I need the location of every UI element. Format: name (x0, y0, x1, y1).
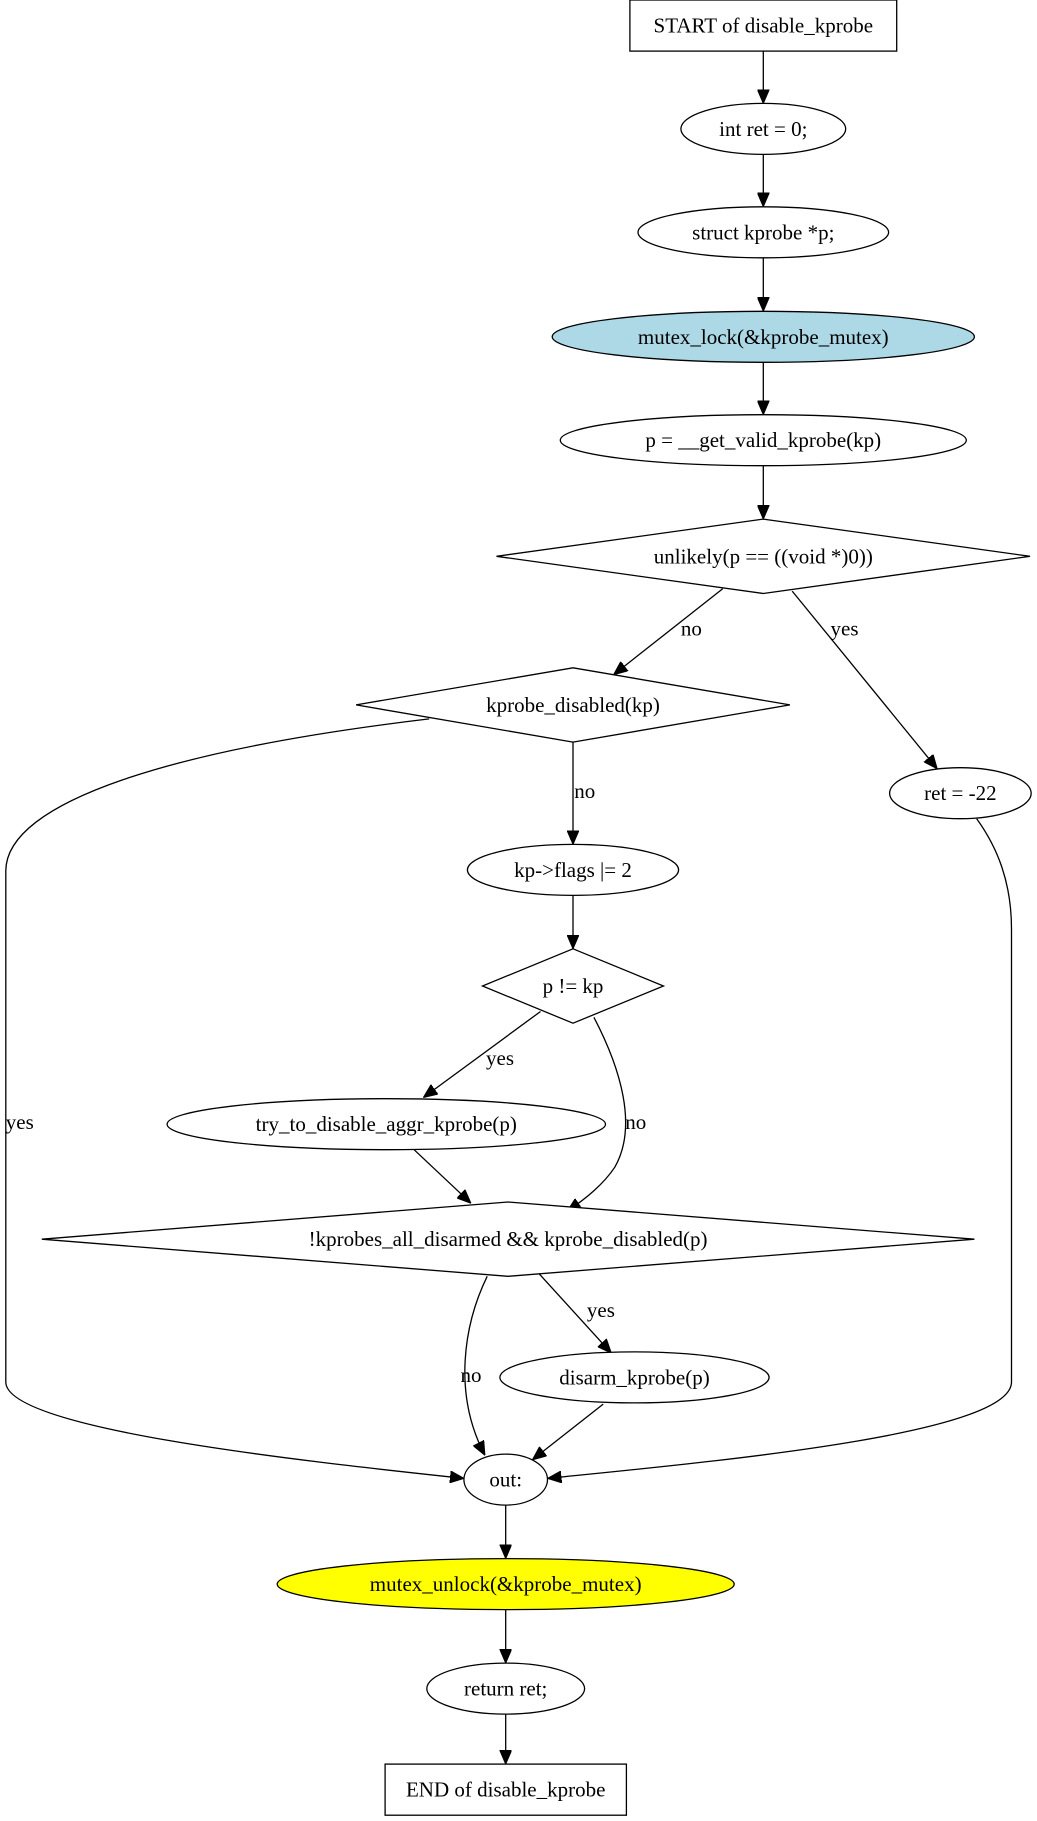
node-out: out: (463, 1453, 549, 1506)
node-label: mutex_unlock(&kprobe_mutex) (370, 1572, 642, 1596)
node-label: return ret; (464, 1677, 547, 1701)
node-label: disarm_kprobe(p) (559, 1365, 709, 1389)
node-start: START of disable_kprobe (629, 0, 898, 52)
node-label: unlikely(p == ((void *)0)) (654, 544, 873, 568)
ellipse-shape (888, 767, 1032, 820)
ellipse-shape (276, 1557, 735, 1611)
edge-check_null-to-ret_einval: yes (791, 590, 937, 769)
diamond-shape (480, 948, 666, 1024)
node-mutex-lock: mutex_lock(&kprobe_mutex) (551, 310, 976, 363)
edge-label-yes: yes (831, 616, 859, 640)
edge-disarm-to-out (532, 1403, 604, 1460)
edge-label-no: no (461, 1363, 482, 1387)
node-check-disarm: !kprobes_all_disarmed && kprobe_disabled… (41, 1201, 975, 1277)
edge-label-no: no (574, 779, 595, 803)
edge-line (538, 1273, 611, 1353)
ellipse-shape (551, 310, 976, 363)
node-label: END of disable_kprobe (406, 1778, 605, 1802)
node-label: int ret = 0; (719, 117, 807, 141)
ellipse-shape (463, 1453, 549, 1506)
ellipse-shape (680, 102, 847, 156)
node-label: out: (489, 1468, 522, 1492)
edge-label-yes: yes (6, 1110, 34, 1134)
ellipse-shape (499, 1351, 770, 1404)
node-mutex-unlock: mutex_unlock(&kprobe_mutex) (276, 1557, 735, 1611)
node-check-disabled: kprobe_disabled(kp) (355, 667, 791, 743)
edge-check_null-to-check_disabled: no (614, 588, 724, 675)
node-check-aggr: p != kp (480, 948, 666, 1024)
edge-ret_einval-to-out (548, 818, 1013, 1479)
edge-check_aggr-to-try_disable: yes (423, 1010, 541, 1098)
edge-line (413, 1149, 471, 1204)
node-label: struct kprobe *p; (692, 220, 834, 244)
node-return-ret: return ret; (426, 1662, 586, 1715)
ellipse-shape (426, 1662, 586, 1715)
edge-line (548, 818, 1013, 1479)
edge-label-no: no (681, 616, 702, 640)
edge-check_disarm-to-out: no (461, 1276, 488, 1455)
edge-check_aggr-to-check_disarm: no (567, 1016, 646, 1211)
node-label: !kprobes_all_disarmed && kprobe_disabled… (309, 1227, 708, 1251)
node-label: ret = -22 (924, 781, 997, 805)
node-get-valid: p = __get_valid_kprobe(kp) (559, 414, 967, 467)
node-end: END of disable_kprobe (384, 1763, 628, 1816)
node-label: p != kp (543, 974, 604, 998)
node-label: try_to_disable_aggr_kprobe(p) (256, 1112, 517, 1136)
edges-layer: no yes no yes yes no yes no (5, 51, 1013, 1765)
edge-check_disarm-to-disarm: yes (538, 1273, 615, 1353)
node-ret-init: int ret = 0; (680, 102, 847, 156)
edge-line (532, 1403, 604, 1460)
edge-label-yes: yes (486, 1046, 514, 1070)
ellipse-shape (166, 1098, 607, 1151)
node-set-flags: kp->flags |= 2 (466, 843, 680, 897)
edge-check_disabled-to-out: yes (5, 718, 464, 1479)
edge-line (791, 590, 937, 769)
edge-check_disabled-to-set_flags: no (573, 742, 595, 845)
ellipse-shape (466, 843, 680, 897)
ellipse-shape (559, 414, 967, 467)
diamond-shape (496, 518, 1031, 595)
node-try-disable: try_to_disable_aggr_kprobe(p) (166, 1098, 607, 1151)
edge-line (464, 1276, 488, 1455)
edge-line (614, 588, 724, 675)
node-decl-p: struct kprobe *p; (637, 206, 890, 259)
ellipse-shape (637, 206, 890, 259)
node-ret-einval: ret = -22 (888, 767, 1032, 820)
edge-label-no: no (625, 1110, 646, 1134)
node-label: kp->flags |= 2 (514, 858, 632, 882)
node-label: kprobe_disabled(kp) (486, 693, 660, 717)
node-disarm: disarm_kprobe(p) (499, 1351, 770, 1404)
diamond-shape (355, 667, 791, 743)
diamond-shape (41, 1201, 975, 1277)
box-shape (384, 1763, 628, 1816)
node-label: mutex_lock(&kprobe_mutex) (638, 325, 889, 349)
edge-line (567, 1016, 627, 1211)
box-shape (629, 0, 898, 52)
node-label: START of disable_kprobe (654, 14, 873, 38)
edge-line (5, 718, 464, 1479)
edge-try_disable-to-check_disarm (413, 1149, 471, 1204)
node-label: p = __get_valid_kprobe(kp) (645, 428, 881, 452)
node-check-null: unlikely(p == ((void *)0)) (496, 518, 1031, 595)
edge-label-yes: yes (587, 1298, 615, 1322)
edge-line (423, 1010, 541, 1098)
